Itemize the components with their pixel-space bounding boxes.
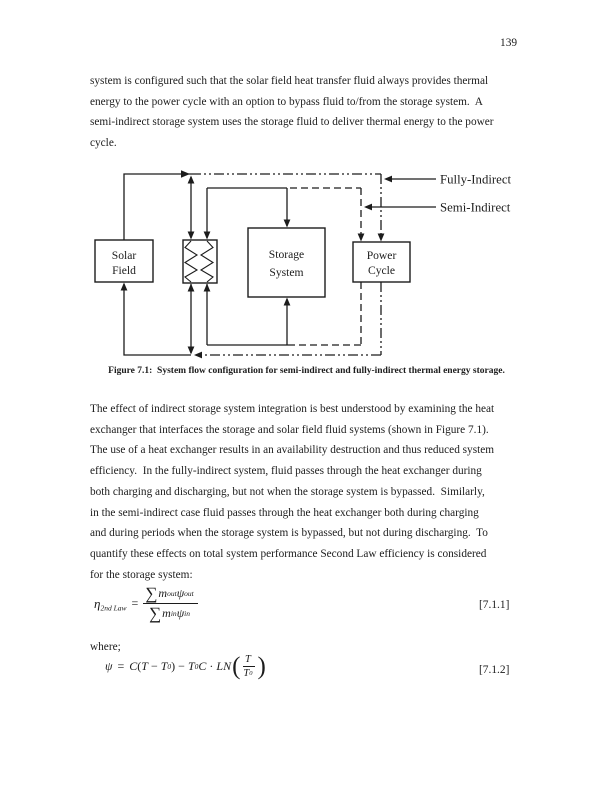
storage-system-label-line2: System (269, 266, 303, 279)
text-line: and during periods when the storage syst… (90, 527, 488, 540)
page-number: 139 (500, 37, 518, 49)
semi-indirect-flow-lines (290, 187, 362, 346)
equation-number-7-1-2: [7.1.2] (479, 664, 510, 676)
text-line: semi-indirect storage system uses the st… (90, 116, 494, 129)
intro-paragraph: system is configured such that the solar… (90, 71, 536, 154)
where-label: where; (90, 641, 121, 653)
figure-7-1-diagram: Solar Field Storage System Power Cycle F… (94, 170, 512, 359)
text-line: efficiency. In the fully-indirect system… (90, 465, 482, 478)
power-cycle-box (352, 241, 411, 283)
right-parenthesis: ) (257, 653, 266, 680)
solar-field-label-line2: Field (112, 264, 136, 277)
fully-indirect-flow-lines (191, 173, 382, 356)
heat-exchanger-coils (183, 240, 215, 283)
text-line: quantify these effects on total system p… (90, 547, 487, 560)
flow-arrowheads (120, 170, 392, 359)
text-line: energy to the power cycle with an option… (90, 95, 483, 108)
text-line: The use of a heat exchanger results in a… (90, 444, 495, 457)
equation-number-7-1-1: [7.1.1] (479, 599, 510, 611)
left-parenthesis: ( (232, 653, 241, 680)
text-line: cycle. (90, 137, 117, 150)
text-line: The effect of indirect storage system in… (90, 403, 495, 415)
solar-field-label-line1: Solar (112, 249, 137, 262)
discussion-paragraph: The effect of indirect storage system in… (90, 399, 536, 585)
figure-caption: Figure 7.1: System flow configuration fo… (108, 366, 505, 376)
summation-symbol: ∑ (145, 584, 158, 603)
power-cycle-label-line1: Power (367, 249, 397, 262)
text-line: for the storage system: (90, 568, 193, 581)
text-line: both charging and discharging, but not w… (90, 485, 485, 498)
storage-system-label-line1: Storage (269, 248, 304, 261)
fully-indirect-label: Fully-Indirect (440, 173, 512, 187)
eta-symbol: η2nd Law (94, 595, 127, 612)
storage-system-box (247, 227, 326, 298)
semi-indirect-label: Semi-Indirect (440, 201, 511, 215)
solar-field-box (94, 239, 154, 283)
text-line: system is configured such that the solar… (90, 75, 489, 87)
summation-symbol: ∑ (149, 604, 162, 623)
text-line: in the semi-indirect case fluid passes t… (90, 506, 479, 519)
text-line: exchanger that interfaces the storage an… (90, 423, 489, 436)
power-cycle-label-line2: Cycle (368, 264, 395, 277)
